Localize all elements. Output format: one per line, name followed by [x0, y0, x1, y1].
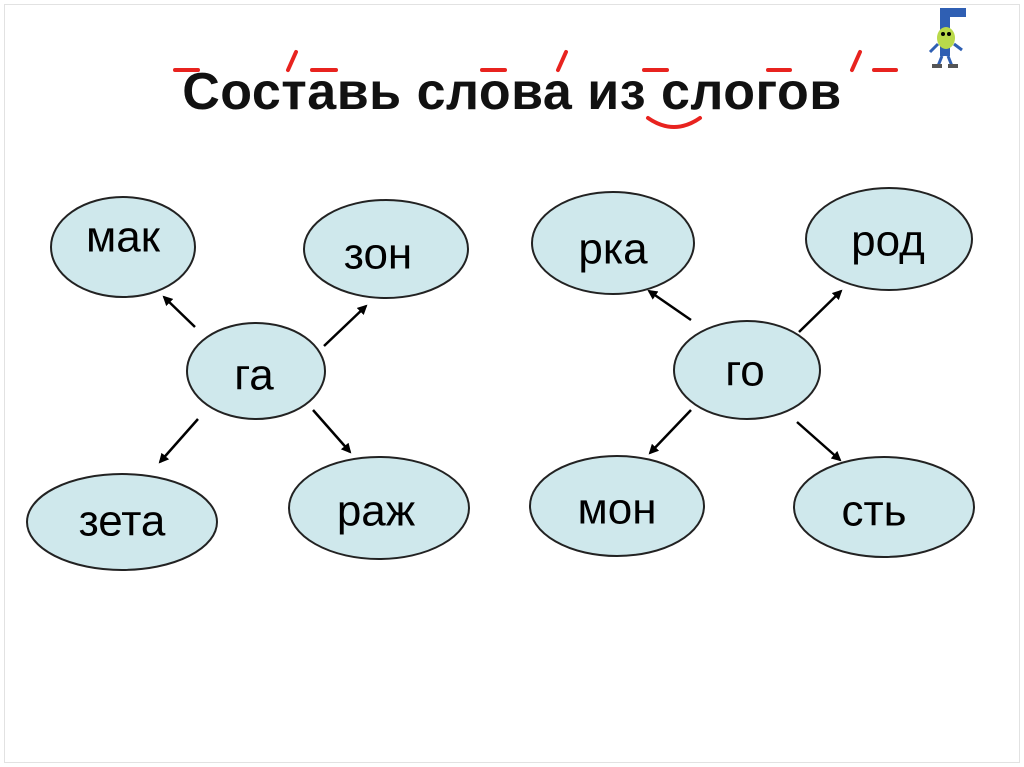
syllable-node: сть — [793, 456, 975, 558]
syllable-node: зета — [26, 473, 218, 571]
syllable-node: мон — [529, 455, 705, 557]
center-syllable-label: га — [234, 351, 274, 400]
syllable-node: мак — [50, 196, 196, 298]
letter-mascot-icon — [928, 8, 966, 68]
group-go: рка род го мон сть — [529, 187, 975, 558]
group-ga: мак зон га зета раж — [26, 196, 470, 571]
title-accent-marks — [173, 50, 898, 129]
arrow-go-mon — [648, 409, 692, 455]
center-syllable-node: га — [186, 322, 326, 420]
arrow-ga-zeta — [158, 418, 199, 464]
syllable-label: рка — [578, 225, 648, 274]
syllable-node: зон — [303, 199, 469, 299]
syllable-label: зета — [79, 497, 166, 546]
page-title: Составь слова из слогов — [182, 63, 842, 121]
arrow-go-rod — [798, 289, 843, 333]
arrow-ga-zon — [323, 304, 368, 347]
arrow-go-st — [796, 421, 842, 462]
stress-mark — [286, 50, 298, 72]
syllable-label: мак — [86, 213, 161, 262]
syllable-label: раж — [337, 487, 416, 536]
syllable-node: рка — [531, 191, 695, 295]
arrow-go-rka — [647, 289, 692, 322]
slide-border — [4, 4, 1020, 763]
syllable-label: сть — [841, 487, 906, 536]
center-syllable-node: го — [673, 320, 821, 420]
arrow-ga-razh — [312, 409, 352, 454]
center-syllable-label: го — [725, 347, 765, 396]
stress-mark — [556, 50, 568, 72]
prefix-arc-mark — [646, 116, 702, 129]
arrow-ga-mak — [162, 295, 196, 328]
syllable-node: род — [805, 187, 973, 291]
syllable-label: мон — [577, 485, 656, 534]
syllable-node: раж — [288, 456, 470, 560]
syllable-label: зон — [344, 230, 412, 279]
arrows — [158, 289, 843, 464]
syllable-label: род — [851, 217, 925, 266]
stress-mark — [850, 50, 862, 72]
